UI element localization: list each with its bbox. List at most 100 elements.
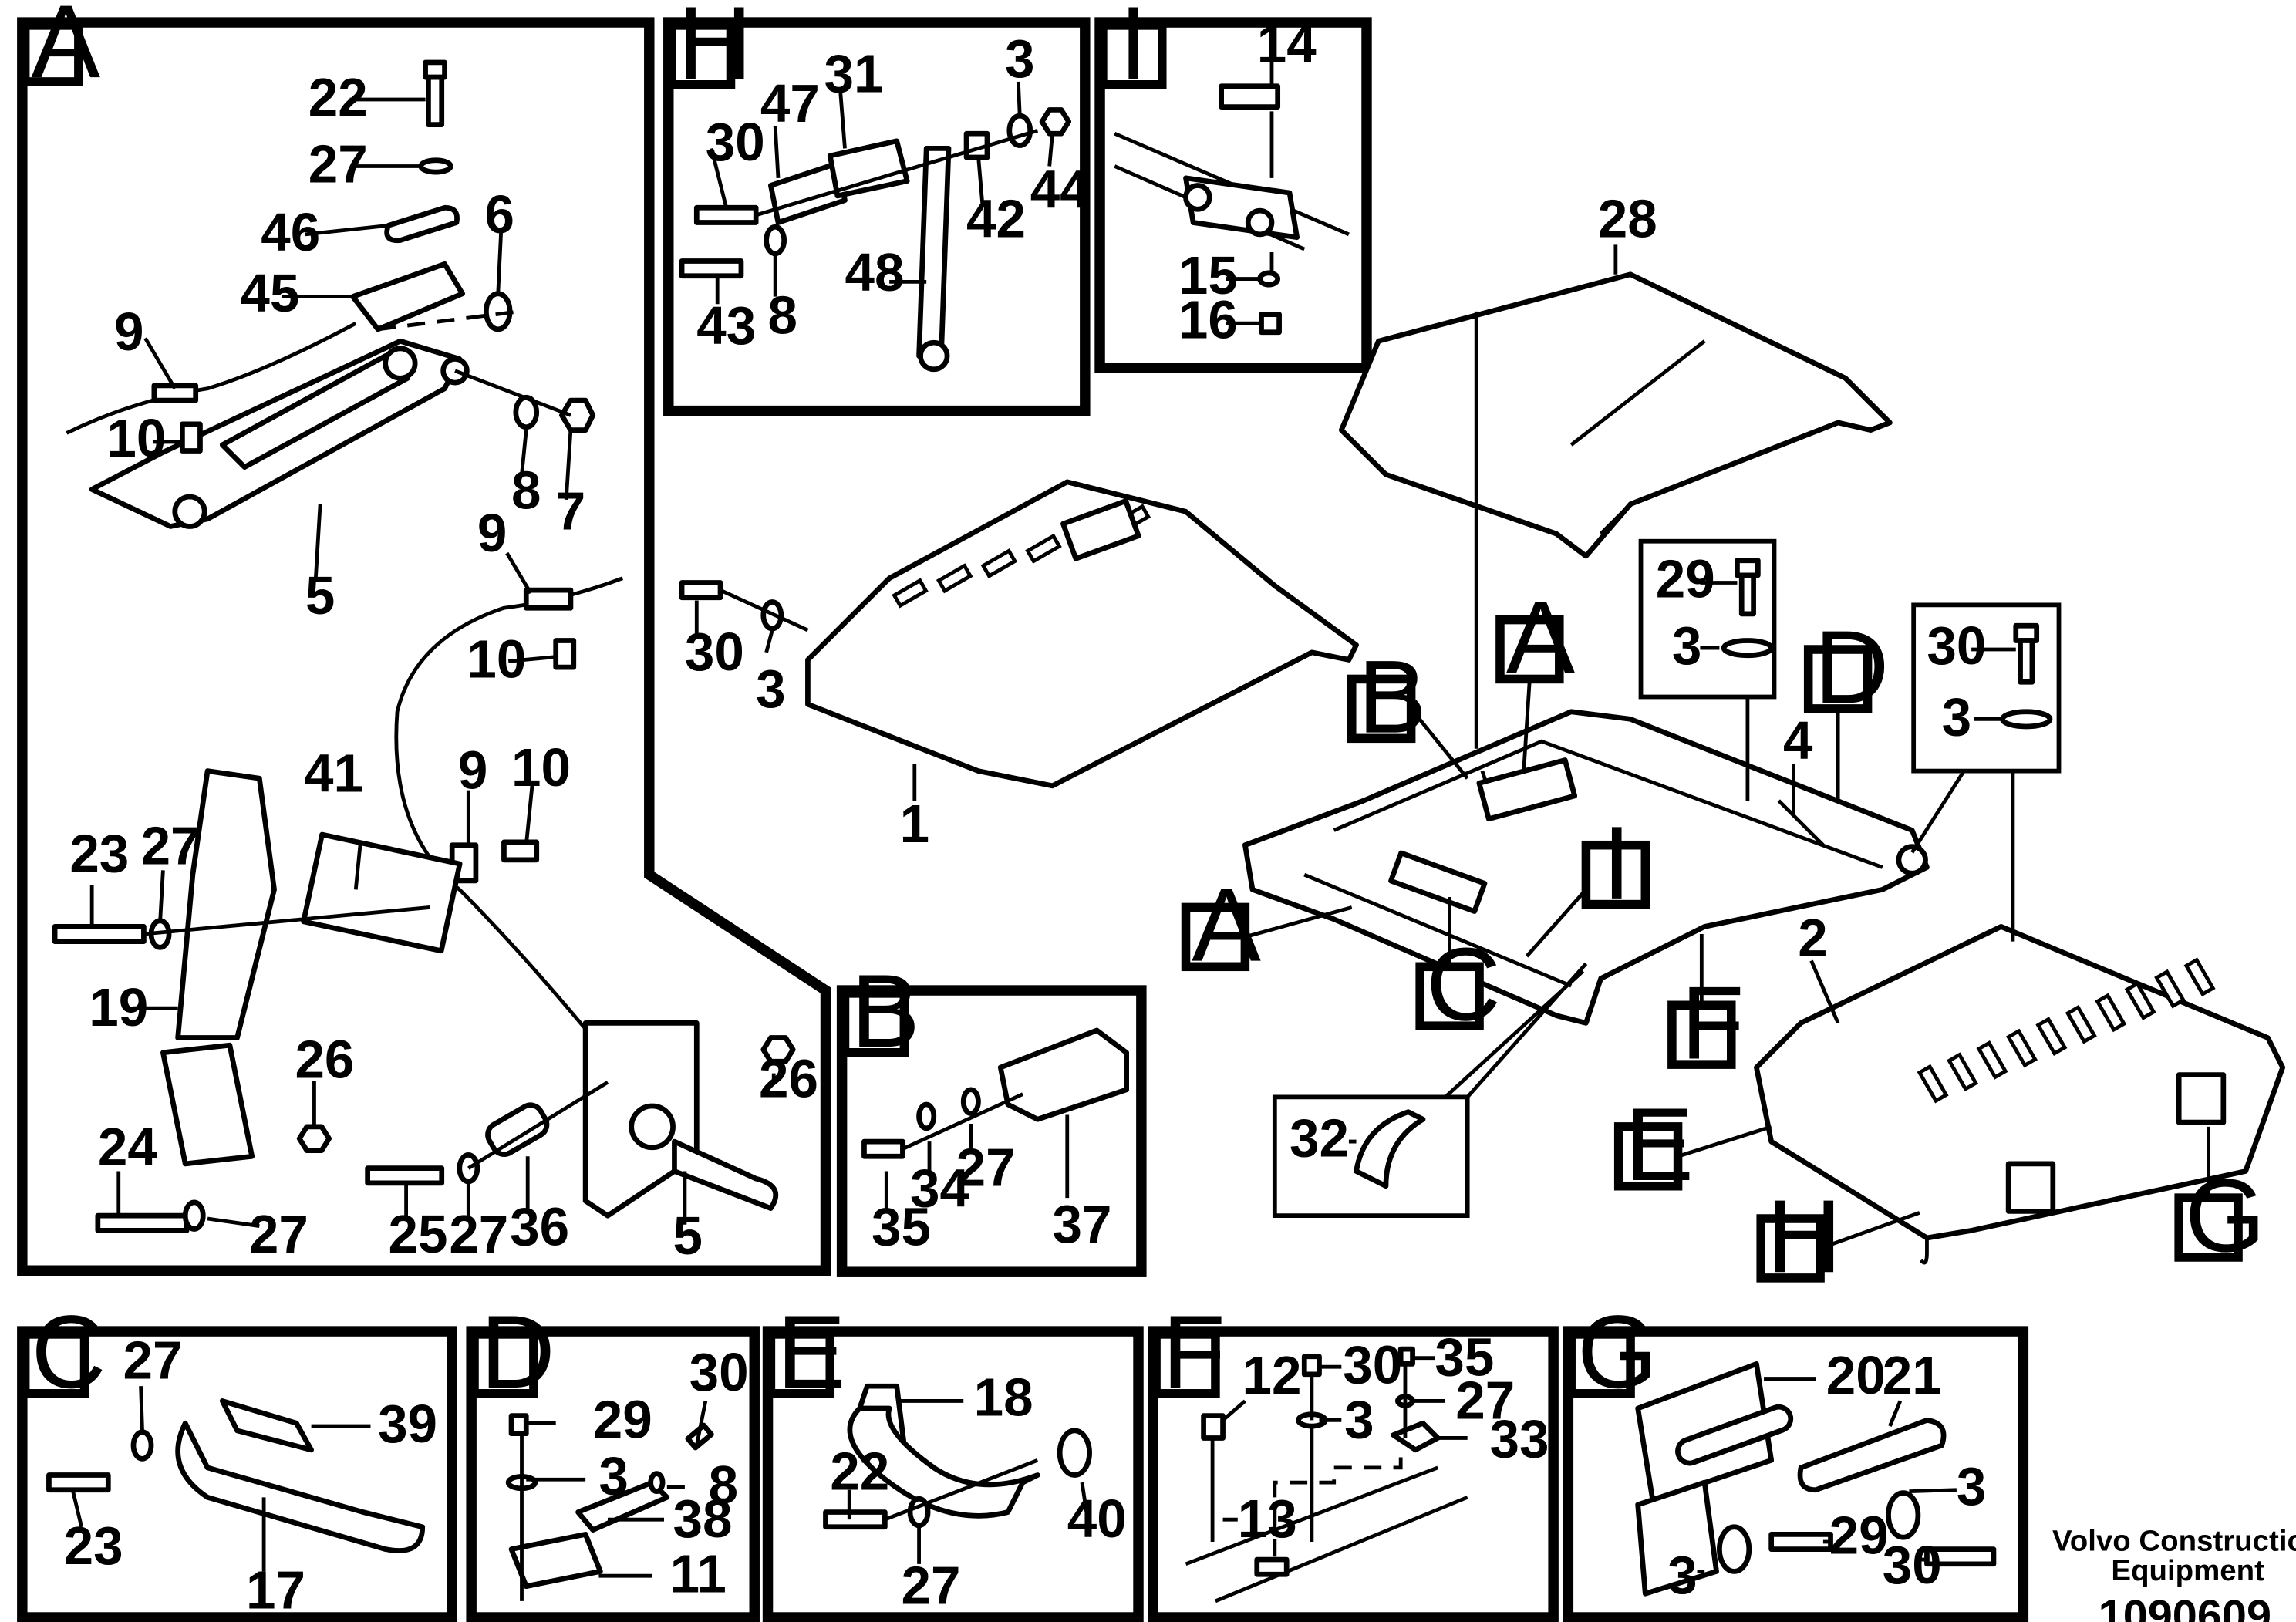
panel-f: F 12 30 3 35 27 33 13 (1148, 1293, 1559, 1622)
screw-10-top (180, 421, 203, 454)
main-callout-f: F (1667, 934, 1745, 1081)
callout-3-h: 3 (1005, 29, 1034, 89)
washer-34 (916, 1101, 937, 1131)
bolt-29-d (508, 1413, 529, 1437)
svg-text:B: B (851, 953, 920, 1069)
washer-27-a (418, 157, 453, 175)
callout-28: 28 (1598, 189, 1657, 249)
callout-30-d: 30 (689, 1342, 749, 1402)
callout-1: 1 (900, 794, 929, 854)
callout-48: 48 (845, 242, 904, 302)
callout-14: 14 (1257, 14, 1317, 74)
panel-c: C 27 39 23 17 (17, 1293, 457, 1622)
callout-8-h: 8 (768, 285, 797, 346)
clip-9-mid (523, 587, 574, 611)
svg-text:A: A (1506, 579, 1576, 696)
plate-38 (575, 1479, 670, 1533)
svg-text:H: H (1767, 1178, 1842, 1294)
washer-3-g2 (1886, 1490, 1921, 1540)
callout-19: 19 (89, 977, 148, 1037)
washer-27-c2 (130, 1429, 154, 1462)
main-callout-h: H (1756, 1178, 1920, 1294)
callout-42: 42 (966, 189, 1026, 249)
pad-14 (1219, 83, 1281, 110)
callout-30-h: 30 (706, 112, 765, 172)
washer-3-h (1006, 113, 1033, 148)
panel-d: D 30 29 3 8 38 11 (466, 1293, 760, 1622)
callout-29-main: 29 (1656, 549, 1715, 609)
callout-9-a3: 9 (458, 740, 487, 801)
footer: Volvo Construction Equipment 1090609 (2052, 1525, 2296, 1622)
svg-text:I: I (1603, 804, 1631, 921)
bolt-22 (423, 59, 447, 128)
callout-45: 45 (240, 263, 299, 323)
bolt-30-cover (679, 580, 723, 601)
callout-8-a: 8 (511, 460, 541, 520)
callout-36: 36 (510, 1197, 569, 1257)
panel-a-label: A (31, 0, 100, 99)
callout-15: 15 (1178, 245, 1238, 305)
bolt-30-h (693, 204, 759, 225)
screw-35-f (1397, 1346, 1415, 1367)
washer-27-b2 (960, 1087, 981, 1116)
callout-35-f: 35 (1435, 1327, 1494, 1388)
cover-1 (805, 479, 1359, 789)
bolt-25 (365, 1165, 445, 1186)
nut-16 (1259, 312, 1282, 336)
link-48 (916, 146, 952, 359)
svg-text:G: G (1577, 1293, 1658, 1410)
callout-21: 21 (1883, 1345, 1942, 1405)
bolt-29-g (1768, 1532, 1833, 1552)
callout-43: 43 (696, 295, 756, 356)
callout-40: 40 (1067, 1489, 1127, 1549)
callout-16: 16 (1178, 289, 1238, 349)
spacer-36 (485, 1102, 550, 1157)
panel-h: H 30 47 31 3 44 42 48 43 8 (663, 0, 1091, 416)
callout-3-f: 3 (1344, 1389, 1374, 1449)
callout-17: 17 (246, 1560, 305, 1620)
washer-15 (1257, 270, 1281, 288)
callout-9-a1: 9 (114, 302, 143, 362)
svg-text:A: A (1192, 867, 1261, 983)
callout-3-main-a: 3 (1672, 615, 1701, 676)
handle-18 (847, 1405, 1040, 1519)
callout-30-cover: 30 (685, 622, 744, 682)
callout-23-c: 23 (64, 1516, 123, 1576)
pad-37 (997, 1027, 1129, 1122)
main-callout-d: D (1803, 609, 1890, 801)
callout-38: 38 (673, 1489, 733, 1549)
screw-10-mid (553, 638, 577, 670)
svg-text:G: G (2185, 1157, 2266, 1273)
callout-37: 37 (1053, 1194, 1112, 1254)
washer-8-d (648, 1471, 666, 1495)
handle-17 (175, 1420, 426, 1553)
callout-32: 32 (1290, 1108, 1349, 1168)
panel-b: B 35 34 27 37 (836, 953, 1147, 1277)
callout-27-a4: 27 (449, 1204, 508, 1264)
bumper-40 (1057, 1428, 1092, 1478)
brand-line-1: Volvo Construction (2052, 1525, 2296, 1558)
callout-47: 47 (760, 73, 820, 133)
plate-41 (301, 831, 463, 954)
cover-28 (1338, 271, 1893, 559)
callout-26-a1: 26 (295, 1029, 354, 1089)
callout-3-d: 3 (598, 1445, 628, 1506)
callout-22-a: 22 (308, 67, 368, 127)
main-assembly: 29 3 30 3 A B D A (679, 189, 2286, 1294)
callout-27-b: 27 (956, 1138, 1016, 1198)
screw-10-low (501, 839, 540, 863)
main-callout-a-left: A (1181, 867, 1353, 983)
panel-g: G 20 21 3 29 3 30 (1563, 1293, 2029, 1622)
cover-2-slots (1917, 957, 2216, 1104)
callout-7: 7 (556, 481, 585, 541)
bolt-22-e (823, 1509, 888, 1530)
brand-line-2: Equipment (2111, 1554, 2264, 1587)
callout-3-g1: 3 (1957, 1456, 1986, 1516)
callout-18: 18 (974, 1367, 1033, 1428)
bolt-30-g (1924, 1546, 1997, 1567)
callout-27-a3: 27 (249, 1204, 308, 1264)
svg-text:C: C (1426, 926, 1501, 1042)
callout-25: 25 (389, 1204, 448, 1264)
callout-11: 11 (670, 1543, 727, 1603)
svg-text:E: E (777, 1293, 846, 1410)
